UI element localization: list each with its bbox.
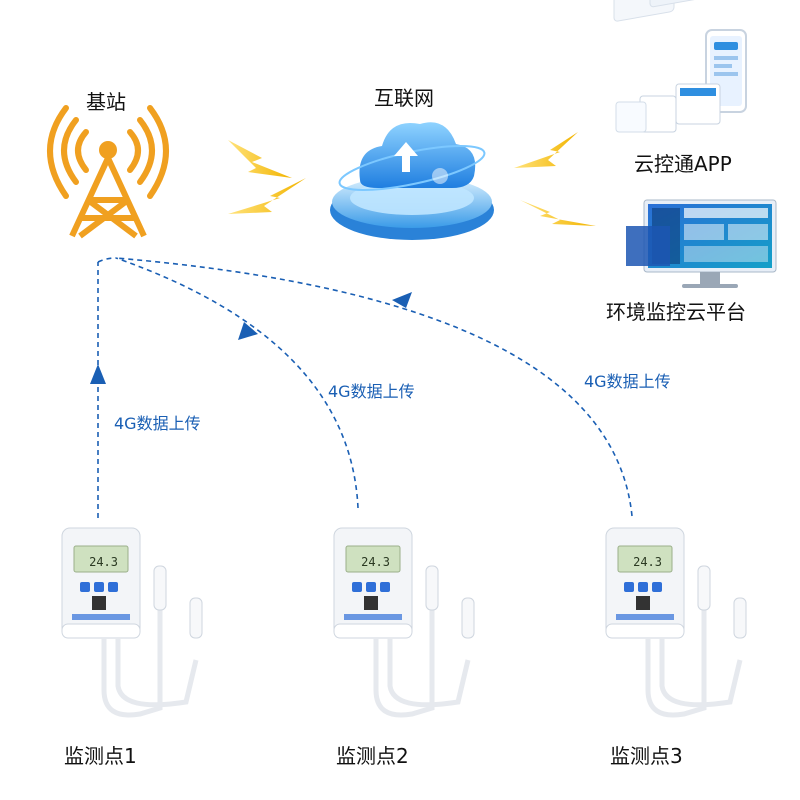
lcd-reading-2: 24.3: [361, 555, 390, 569]
monitor-platform-icon: [626, 199, 777, 288]
lightning-bolt-icon: [228, 132, 596, 226]
monitor-point-1-label: 监测点1: [64, 744, 137, 768]
app-label: 云控通APP: [634, 152, 732, 176]
monitor-point-3-label: 监测点3: [610, 744, 683, 768]
internet-label: 互联网: [374, 86, 434, 110]
lcd-reading-3: 24.3: [633, 555, 662, 569]
data-logger-device-1: [61, 527, 203, 718]
monitor-point-2-label: 监测点2: [336, 744, 409, 768]
data-logger-device-2: [333, 527, 475, 718]
upload-label-1: 4G数据上传: [114, 414, 201, 433]
base-station-tower-icon: [47, 105, 169, 239]
phone-app-icon: [613, 0, 747, 133]
data-logger-device-3: [605, 527, 747, 718]
cloud-icon: [330, 122, 494, 240]
upload-label-3: 4G数据上传: [584, 372, 671, 391]
base-station-label: 基站: [86, 90, 126, 114]
upload-paths: [90, 257, 633, 518]
platform-label: 环境监控云平台: [606, 300, 746, 324]
lcd-reading-1: 24.3: [89, 555, 118, 569]
upload-label-2: 4G数据上传: [328, 382, 415, 401]
